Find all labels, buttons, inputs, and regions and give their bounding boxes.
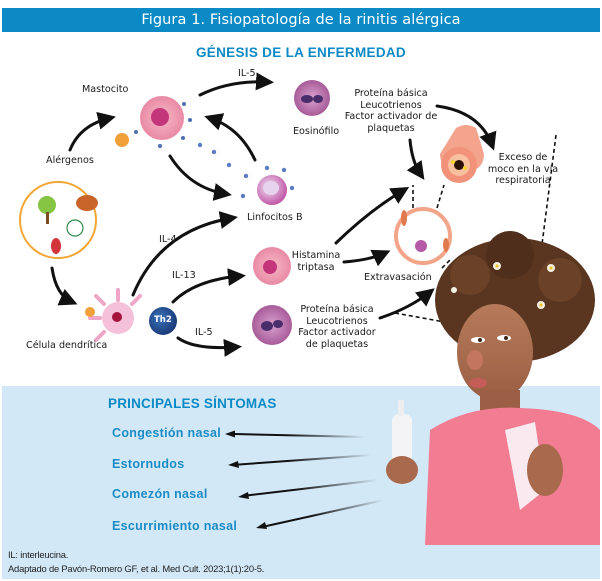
antibody-icons <box>197 142 295 199</box>
mediator-text: Leucotrienos <box>306 315 368 327</box>
dashed-connectors <box>394 134 557 324</box>
mediator-text: Leucotrienos <box>360 99 422 111</box>
symptoms-heading: PRINCIPALES SÍNTOMAS <box>108 396 277 411</box>
eosinophil-icon <box>294 80 330 116</box>
flow-arrows <box>50 72 497 357</box>
mediator-text: triptasa <box>297 261 335 273</box>
outcome-text: Exceso de <box>498 152 548 163</box>
label-mastocito: Mastocito <box>82 84 129 95</box>
footnote-source: Adaptado de Pavón-Romero GF, et al. Med … <box>8 563 265 574</box>
b-lymphocyte-icon <box>257 175 287 205</box>
mediator-text: Histamina <box>291 250 341 261</box>
figure-title: Figura 1. Fisiopatología de la rinitis a… <box>2 8 600 32</box>
symptom-estornudos: Estornudos <box>112 457 185 471</box>
symptom-congestion: Congestión nasal <box>112 426 221 440</box>
mast-cell-icon <box>115 96 192 148</box>
label-il13: IL-13 <box>172 270 196 281</box>
mediators-eos: Proteína básica Leucotrienos Factor acti… <box>288 304 386 351</box>
label-il5-top: IL-5 <box>238 68 256 79</box>
mediator-text: de plaquetas <box>305 339 369 351</box>
label-eosinofilo: Eosinófilo <box>293 126 340 137</box>
mediator-text: Factor activador de <box>344 111 438 123</box>
th2-cell-icon <box>149 307 177 335</box>
outcome-text: respiratoria <box>495 175 551 187</box>
label-celula-dendritica: Célula dendrítica <box>26 340 108 351</box>
allergens-icon <box>19 181 98 259</box>
mediator-text: Proteína básica <box>354 88 428 99</box>
label-linfocitos-b: Linfocitos B <box>247 212 303 223</box>
label-th2: Th2 <box>154 315 172 325</box>
label-alergenos: Alérgenos <box>46 155 94 166</box>
label-exceso-moco: Exceso de moco en la vía respiratoria <box>478 152 568 187</box>
genesis-heading: GÉNESIS DE LA ENFERMEDAD <box>196 45 406 60</box>
mediator-text: plaquetas <box>367 123 415 135</box>
mediators-top: Proteína básica Leucotrienos Factor acti… <box>340 88 442 135</box>
label-extravasacion: Extravasación <box>364 272 432 283</box>
footnote-abbreviation: IL: interleucina. <box>8 549 69 560</box>
mediators-mast: Histamina triptasa <box>288 250 344 273</box>
outcome-text: moco en la vía <box>487 163 559 175</box>
symptom-comezon: Comezón nasal <box>112 487 208 501</box>
symptom-escurrimiento: Escurrimiento nasal <box>112 519 238 533</box>
mediator-text: Proteína básica <box>300 304 374 315</box>
mast-cell-lower-icon <box>253 247 291 285</box>
woman-with-allergy-photo <box>386 231 600 545</box>
dendritic-cell-icon <box>85 288 142 342</box>
eosinophil-lower-icon <box>252 305 292 345</box>
label-il5-bottom: IL-5 <box>195 327 213 338</box>
mediator-text: Factor activador <box>298 327 376 339</box>
airway-mucus-icon <box>440 125 484 183</box>
label-il4: IL-4 <box>159 234 177 245</box>
symptom-arrows <box>231 433 385 528</box>
blood-vessel-icon <box>394 207 452 265</box>
